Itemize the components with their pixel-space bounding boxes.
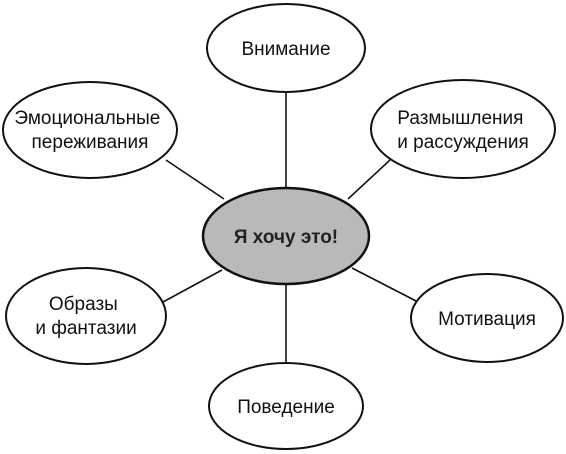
node-behavior: Поведение xyxy=(208,362,364,450)
connector-images xyxy=(162,269,223,303)
center-node-ellipse xyxy=(201,186,371,286)
node-thinking-line-1: Размышления xyxy=(397,108,523,129)
node-emotions: Эмоциональные переживания xyxy=(2,81,178,179)
node-images-ellipse xyxy=(5,267,167,365)
center-node: Я хочу это! xyxy=(201,186,371,286)
node-attention-line-1: Внимание xyxy=(241,39,330,60)
node-motivation-label: Мотивация xyxy=(438,309,536,330)
node-images: Образы и фантазии xyxy=(5,267,167,365)
connector-emotions xyxy=(165,159,225,200)
node-thinking-ellipse xyxy=(370,79,556,179)
node-emotions-ellipse xyxy=(2,81,178,179)
node-images-line-1: Образы xyxy=(49,294,118,315)
node-motivation-line-1: Мотивация xyxy=(438,309,536,330)
node-thinking-line-2: и рассуждения xyxy=(397,132,529,153)
node-emotions-line-1: Эмоциональные xyxy=(14,108,160,129)
node-motivation-ellipse xyxy=(410,273,564,363)
node-attention-ellipse xyxy=(206,3,366,93)
node-attention: Внимание xyxy=(206,3,366,93)
node-emotions-line-2: переживания xyxy=(32,132,149,153)
node-emotions-label: Эмоциональные переживания xyxy=(14,108,165,153)
node-behavior-line-1: Поведение xyxy=(237,397,335,418)
node-motivation: Мотивация xyxy=(410,273,564,363)
connectors xyxy=(162,92,419,362)
node-attention-label: Внимание xyxy=(241,39,330,60)
node-thinking: Размышления и рассуждения xyxy=(370,79,556,179)
node-behavior-label: Поведение xyxy=(237,397,335,418)
connector-thinking xyxy=(347,159,391,200)
connector-motivation xyxy=(351,267,419,303)
node-images-line-2: и фантазии xyxy=(35,318,136,339)
node-images-label: Образы и фантазии xyxy=(35,294,136,339)
center-node-label: Я хочу это! xyxy=(234,227,338,248)
node-behavior-ellipse xyxy=(208,362,364,450)
node-thinking-label: Размышления и рассуждения xyxy=(397,108,529,153)
